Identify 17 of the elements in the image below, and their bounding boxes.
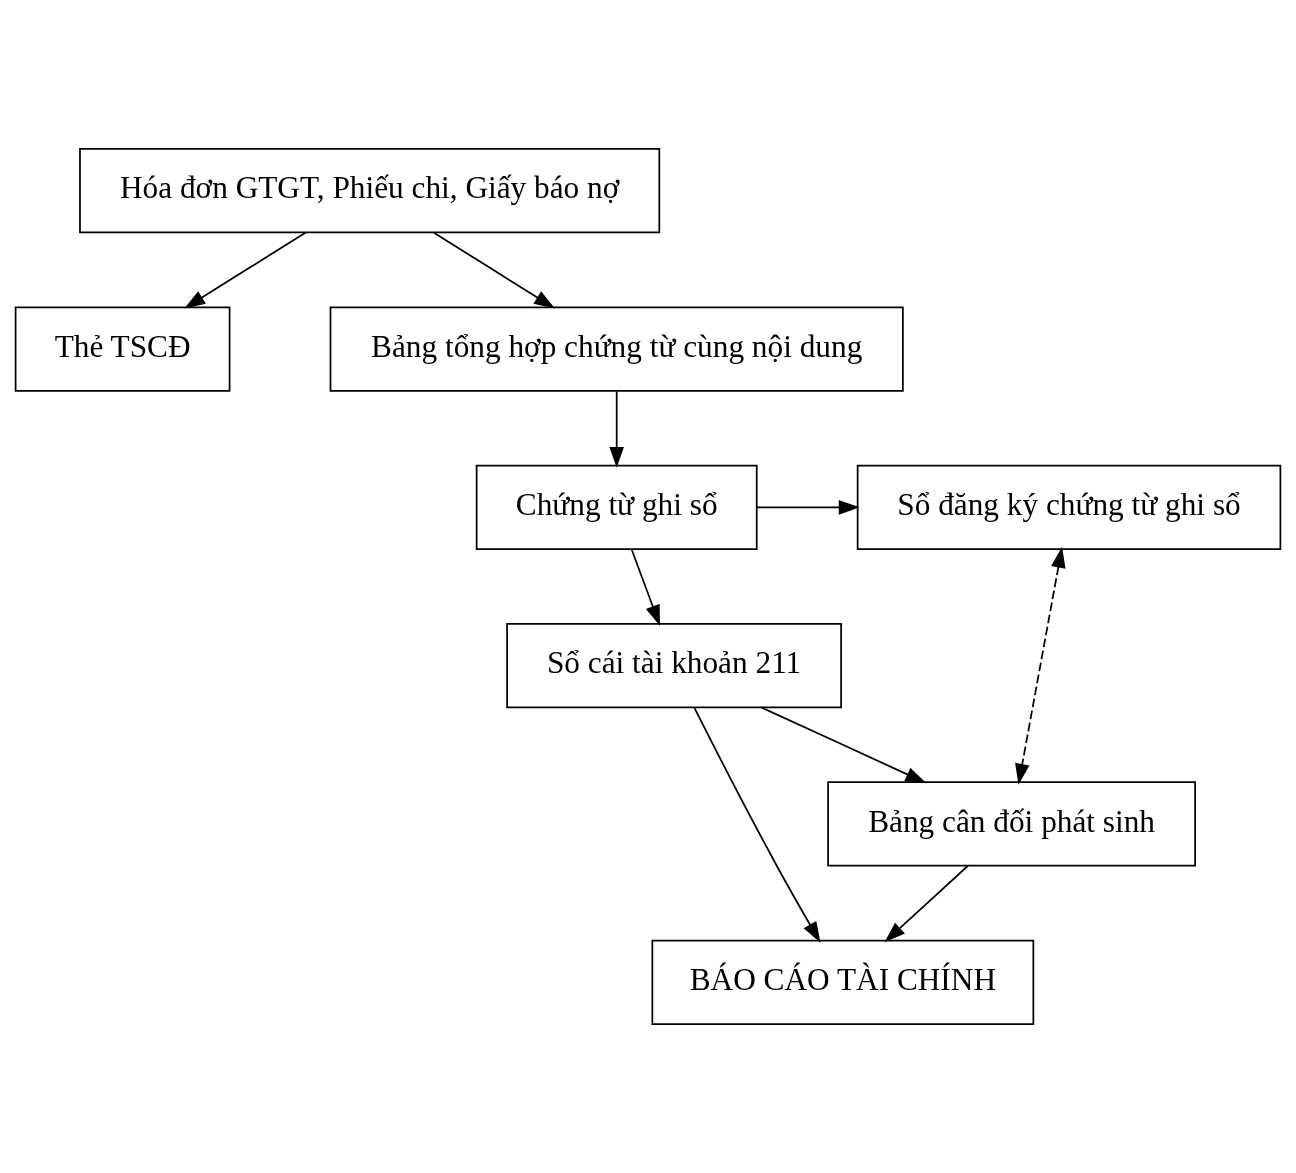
arrow bbox=[630, 548, 661, 626]
node-box: Chứng từ ghi sổ bbox=[475, 464, 758, 550]
node-box: BÁO CÁO TÀI CHÍNH bbox=[651, 939, 1035, 1025]
arrow bbox=[756, 500, 860, 515]
node-box: Hóa đơn GTGT, Phiếu chi, Giấy báo nợ bbox=[79, 148, 661, 234]
node-box: Bảng cân đối phát sinh bbox=[827, 781, 1196, 867]
arrow bbox=[1015, 546, 1066, 785]
node-box: Thẻ TSCĐ bbox=[14, 306, 231, 392]
node-box: Sổ đăng ký chứng từ ghi sổ bbox=[856, 464, 1282, 550]
arrow bbox=[884, 865, 969, 943]
node-box: Bảng tổng hợp chứng từ cùng nội dung bbox=[329, 306, 904, 392]
arrow bbox=[693, 707, 821, 943]
arrow bbox=[760, 706, 927, 784]
arrow bbox=[609, 390, 624, 468]
node-box: Sổ cái tài khoản 211 bbox=[506, 623, 842, 709]
arrow bbox=[433, 231, 555, 309]
arrow bbox=[184, 231, 307, 309]
